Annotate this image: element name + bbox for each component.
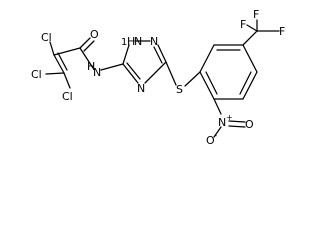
atom-nitrogen-amide: N	[93, 66, 101, 79]
bond-c2-cl-bottom	[63, 72, 71, 89]
bond-n-triazole	[100, 63, 124, 71]
atom-fluorine-top: F	[253, 8, 259, 21]
bond-carbonyl-n	[79, 47, 94, 69]
atom-nitro-oxygen-bottom: O	[206, 134, 215, 146]
atom-cl-top: Cl	[41, 31, 52, 44]
atom-nitro-nitrogen: N	[218, 116, 226, 129]
bond-benzene-6-1	[199, 71, 215, 100]
atom-hydrogen-amide: H	[87, 60, 95, 73]
atom-oxygen-carbonyl: O	[90, 28, 99, 41]
bond-cf3-f-left	[246, 24, 258, 32]
atom-sulfur: S	[176, 83, 183, 96]
bond-benzene-6-1-inner	[205, 71, 218, 95]
atom-cl-left: Cl	[31, 68, 42, 81]
bond-benzene-3-4	[242, 44, 258, 73]
bond-triazole-c3-n1	[122, 44, 130, 65]
bond-benzene-1-2	[199, 44, 215, 73]
atom-nitro-plus: +	[226, 113, 233, 122]
bond-c2-cl-left	[45, 72, 65, 75]
bond-c1-cl-top	[49, 41, 55, 56]
bond-c5-s	[165, 61, 177, 86]
atom-nitrogen-ring-right: N	[150, 35, 158, 48]
bond-nitro-o-bottom	[213, 126, 222, 138]
atom-hydrogen-ring-nh: H	[127, 35, 135, 48]
atom-nitrogen-ring-bottom: N	[137, 82, 145, 95]
bond-aryl-nitro	[213, 98, 222, 115]
bond-triazole-c3-n4	[122, 63, 139, 84]
atom-hydrogen-ring-nh-prefix: 1	[121, 37, 127, 48]
atom-fluorine-right: F	[279, 25, 285, 38]
bond-c1-carbonyl	[53, 47, 81, 56]
bond-c1-c2-double	[57, 52, 68, 71]
bond-triazole-n2-c5-double	[153, 46, 163, 64]
bond-nitro-o-right	[228, 120, 246, 123]
atom-cl-bottom: Cl	[62, 90, 73, 103]
atom-nitrogen-ring-nh: N	[134, 35, 142, 48]
atom-nitro-minus: -	[214, 131, 217, 141]
atom-nitro-oxygen-right: O	[245, 118, 254, 131]
bond-triazole-c3-n4-double	[126, 62, 141, 80]
bond-carbonyl-o	[79, 37, 91, 49]
bond-aryl-cf3	[242, 30, 258, 46]
molecule-structure-diagram: Cl Cl Cl O H N 1 H N N N S N + O O - F F…	[31, 8, 285, 146]
bond-s-aryl	[184, 71, 201, 87]
bonds	[45, 19, 280, 138]
atom-labels: Cl Cl Cl O H N 1 H N N N S N + O O - F F…	[31, 8, 285, 146]
bond-benzene-4-5-inner	[239, 71, 252, 95]
bond-triazole-c5-n4	[144, 61, 167, 84]
bond-benzene-4-5	[242, 71, 258, 100]
bond-c1-c2	[53, 54, 65, 74]
bond-nitro-o-right-double	[228, 125, 246, 128]
atom-fluorine-left: F	[240, 18, 246, 31]
bond-triazole-n2-c5	[157, 44, 167, 63]
bond-carbonyl-o-double	[83, 40, 95, 52]
